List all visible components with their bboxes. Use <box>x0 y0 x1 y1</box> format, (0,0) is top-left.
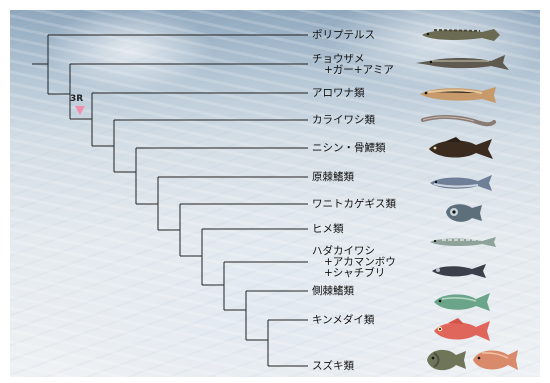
salmon-fish-icon <box>430 175 492 191</box>
lizardfish-fish-icon <box>430 237 496 247</box>
water-background-image <box>10 10 540 377</box>
sea-bream-fish-icon <box>473 350 518 370</box>
taxon-label-stomiiformes: ワニトカゲギス類 <box>312 198 396 210</box>
3r-marker-label: 3R <box>70 94 84 104</box>
taxon-label-line: チョウザメ <box>312 53 365 65</box>
sturgeon-fish-icon <box>416 55 509 70</box>
polypterus-fish-icon <box>422 29 500 41</box>
taxon-label-eel: カライワシ類 <box>312 114 375 126</box>
taxon-label-line: +ガー+アミア <box>324 64 394 76</box>
alfonsino-fish-icon <box>434 318 490 341</box>
taxon-label-line: +シャチブリ <box>324 267 386 279</box>
taxon-label-salmon: 原棘鰭類 <box>312 171 354 183</box>
taxon-label-lanternfish: ハダカイワシ +アカマンボウ +シャチブリ <box>312 246 396 279</box>
taxon-label-beryciformes: キンメダイ類 <box>312 314 375 326</box>
taxon-label-line: ハダカイワシ <box>312 245 375 257</box>
perch-fish-icon <box>427 349 466 371</box>
lanternfish-fish-icon <box>432 264 486 278</box>
taxon-label-polypterus: ポリプテルス <box>312 29 375 41</box>
hatchetfish-fish-icon <box>446 204 482 222</box>
eel-fish-icon <box>421 115 496 127</box>
taxon-label-line: +アカマンボウ <box>324 256 396 268</box>
taxon-label-herring: ニシン・骨鰾類 <box>312 142 386 154</box>
taxon-label-paracanthopterygii: 側棘鰭類 <box>312 285 354 297</box>
3r-marker-triangle <box>75 106 85 115</box>
taxon-label-perciformes: スズキ類 <box>312 360 354 372</box>
carp-fish-icon <box>429 137 493 159</box>
taxon-label-sturgeon: チョウザメ +ガー+アミア <box>312 54 394 76</box>
arowana-fish-icon <box>420 87 496 103</box>
taxon-label-arowana: アロワナ類 <box>312 87 365 99</box>
taxon-label-aulopiformes: ヒメ類 <box>312 223 344 235</box>
green-fish-icon <box>434 293 490 311</box>
